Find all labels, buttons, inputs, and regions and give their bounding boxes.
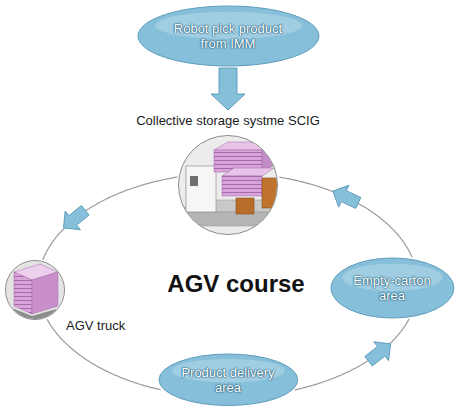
ellipse-text-box: Robot pick product from IMM [137, 5, 320, 67]
ellipse-fill [331, 258, 454, 318]
picture-circle [5, 260, 65, 320]
block-arrow [211, 68, 245, 110]
picture-circle-node: Collective storage systme SCIG [88, 113, 368, 235]
area-label: Empty-carton area [350, 273, 434, 303]
course-line [43, 177, 178, 260]
flow-arrowhead [365, 342, 391, 366]
picture-circle [178, 135, 278, 235]
course-line [279, 177, 412, 257]
flow-arrowhead [64, 206, 90, 230]
area-ellipse: Product delivery area [158, 353, 299, 407]
course-line [295, 319, 409, 390]
course-connector [295, 319, 409, 390]
heading-text: Collective storage systme SCIG [88, 113, 368, 129]
center-title: AGV course [167, 270, 304, 298]
ellipse-text-box: Product delivery area [158, 353, 299, 407]
ellipse-text-box: Empty-carton area [330, 257, 455, 319]
agv-truck-picture [4, 259, 66, 322]
flow-arrowhead [333, 185, 361, 208]
storage-system-picture [170, 130, 290, 240]
area-ellipse: Robot pick product from IMM [137, 5, 320, 67]
ellipse-fill [159, 354, 298, 405]
course-connector [279, 177, 412, 257]
ellipse-fill [138, 6, 319, 66]
picture-circle-node: AGV truck [5, 260, 165, 342]
course-connector [43, 177, 178, 260]
area-ellipse: Empty-carton area [330, 257, 455, 319]
course-connector [211, 68, 245, 110]
side-label: AGV truck [63, 318, 128, 334]
area-label: Product delivery area [180, 365, 276, 395]
area-label: Robot pick product from IMM [164, 21, 292, 51]
